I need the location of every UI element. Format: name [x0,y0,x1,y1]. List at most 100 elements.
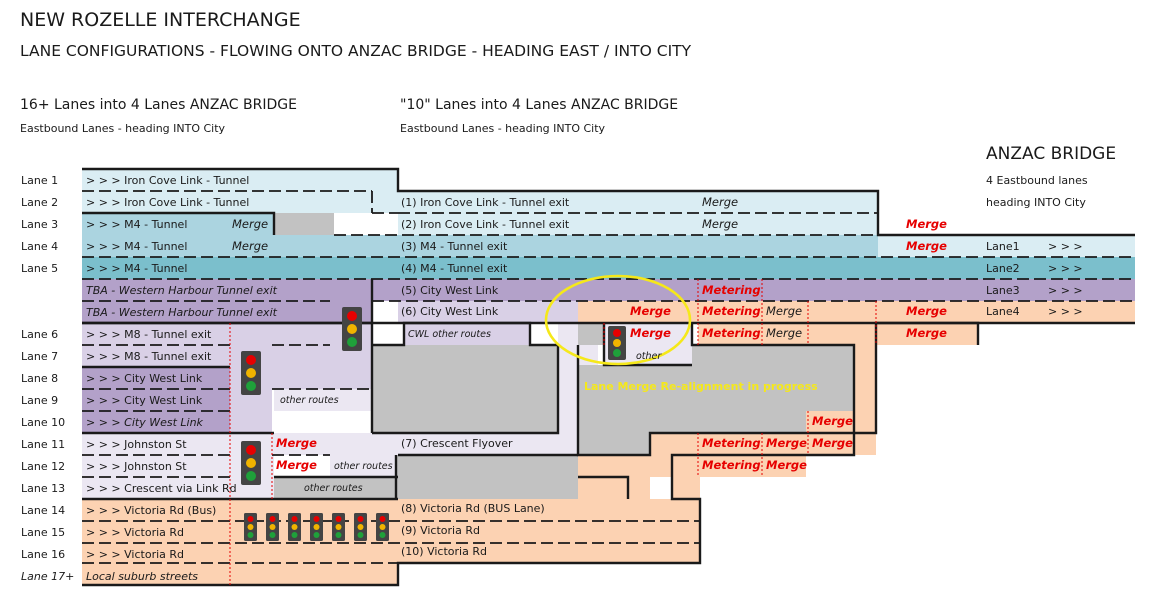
lane-fill-bridge-3 [372,279,1135,301]
lane-number-label: Lane 4 [21,240,58,253]
traffic-light-icon [342,307,362,351]
merge-label: Merge [766,326,802,340]
merge-label: Merge [766,436,807,450]
mid-label: (8) Victoria Rd (BUS Lane) [401,502,545,515]
lane-fill-victoria-left [82,499,398,565]
lane-fill-m4-lane4 [82,235,878,257]
lane-fill-city-west-link [82,367,230,433]
origin-labels: > > > Iron Cove Link - Tunnel > > > Iron … [86,174,278,583]
mid-label: (3) M4 - Tunnel exit [401,240,508,253]
mid-label: (2) Iron Cove Link - Tunnel exit [401,218,570,231]
left-section-subheading: Eastbound Lanes - heading INTO City [20,122,226,135]
traffic-light-icon [244,513,257,541]
metering-label: Metering [702,436,761,450]
lane-dividers [82,190,1135,564]
origin-lane-label: > > > City West Link [86,416,204,429]
origin-lane-label: > > > City West Link [86,394,203,407]
other-routes-label: other routes [334,461,393,472]
merge-label: Merge [906,326,947,340]
realignment-annotation: Lane Merge Re-alignment in progress [584,380,818,393]
mid-label: (4) M4 - Tunnel exit [401,262,508,275]
boundary-lane3 [82,211,276,235]
bridge-lane-arrows: > > > [1048,240,1083,253]
origin-lane-label: > > > Johnston St [86,438,187,451]
merge-label: Merge [906,217,947,231]
bridge-subheading-lanes: 4 Eastbound lanes [986,174,1088,187]
origin-lane-label: > > > Iron Cove Link - Tunnel [86,196,249,209]
boundary-gray-center [372,321,560,435]
lane-number-label: Lane 17+ [21,570,74,583]
mid-label: (10) Victoria Rd [401,545,487,558]
lane-fill-bridge-4 [578,301,1135,323]
lane-fill-victoria-10 [398,543,700,563]
lane-number-label: Lane 5 [21,262,58,275]
lane-number-label: Lane 10 [21,416,65,429]
origin-lane-label: Local suburb streets [86,570,198,583]
mid-label: (6) City West Link [401,305,499,318]
traffic-light-icon [376,513,389,541]
lane-number-label: Lane 7 [21,350,58,363]
lane-number-label: Lane 9 [21,394,58,407]
bridge-lane-label: Lane4 [986,305,1020,318]
lane-number-label: Lane 15 [21,526,65,539]
bridge-lane-arrows: > > > [1048,262,1083,275]
merge-label: Merge [812,436,853,450]
other-routes-label: other routes [304,483,363,494]
lane-fill-crescent-riser [558,323,578,433]
lane-fill-local-streets [82,563,398,585]
bridge-heading: ANZAC BRIDGE [986,144,1117,164]
lane-fill-m4-lane3 [82,213,274,235]
merge-label: Merge [232,217,268,231]
lane-fill-m4-merge-gray [274,213,334,235]
page-title: NEW ROZELLE INTERCHANGE [20,9,301,31]
traffic-light-icon [241,441,261,485]
mid-label: (7) Crescent Flyover [401,437,513,450]
origin-lane-label: > > > M4 - Tunnel [86,262,187,275]
lane-fill-other-routes-2 [330,455,396,477]
metering-label: Metering [702,458,761,472]
mid-label: (5) City West Link [401,284,499,297]
lane-fill-other-routes-3 [274,477,396,499]
lane-fill-m4-lane5 [82,257,1135,279]
mid-labels: (1) Iron Cove Link - Tunnel exit (2) Iro… [401,196,570,558]
lane-fill-victoria-mid [398,455,700,563]
realignment-highlight [544,274,692,366]
origin-lane-label: > > > Iron Cove Link - Tunnel [86,174,249,187]
bridge-subheading-direction: heading INTO City [986,196,1086,209]
lane-fill-cwl-6 [398,301,578,323]
merge-label: Merge [630,326,671,340]
other-label: other [636,351,662,362]
origin-lane-label: > > > M8 - Tunnel exit [86,350,212,363]
mid-section-subheading: Eastbound Lanes - heading INTO City [400,122,606,135]
mid-label: (9) Victoria Rd [401,524,480,537]
lane-fill-other-routes-1 [274,389,372,411]
lane-fill-lane8-mid [272,367,372,389]
lane-fill-peach-stair-1 [854,323,978,411]
bridge-lane-arrows: > > > [1048,284,1083,297]
traffic-light-icon [354,513,367,541]
merge-label: Merge [702,195,738,209]
merge-label: Merge [906,239,947,253]
merge-label: Merge [766,458,807,472]
mid-label: (1) Iron Cove Link - Tunnel exit [401,196,570,209]
origin-lane-label: > > > M4 - Tunnel [86,218,187,231]
merge-labels: Merge Merge Merge Merge Merge Merge Mete… [232,195,947,472]
origin-lane-label: > > > City West Link [86,372,203,385]
lane-fills [82,169,1135,585]
merge-label: Merge [276,436,317,450]
boundary-peach-step [578,475,630,499]
lane-number-label: Lane 8 [21,372,58,385]
lane-fill-gray-right [578,345,854,455]
lane-number-label: Lane 13 [21,482,65,495]
boundary-other-routes-3 [274,475,398,499]
bridge-lane-label: Lane2 [986,262,1020,275]
lane-fill-johnston [82,433,230,499]
lane-number-label: Lane 3 [21,218,58,231]
lane-fill-gray-lower [396,455,578,499]
traffic-light-icon [608,326,626,360]
lane-number-label: Lane 16 [21,548,65,561]
traffic-light-icon [332,513,345,541]
merge-label: Merge [766,304,802,318]
lane-number-label: Lane 12 [21,460,65,473]
